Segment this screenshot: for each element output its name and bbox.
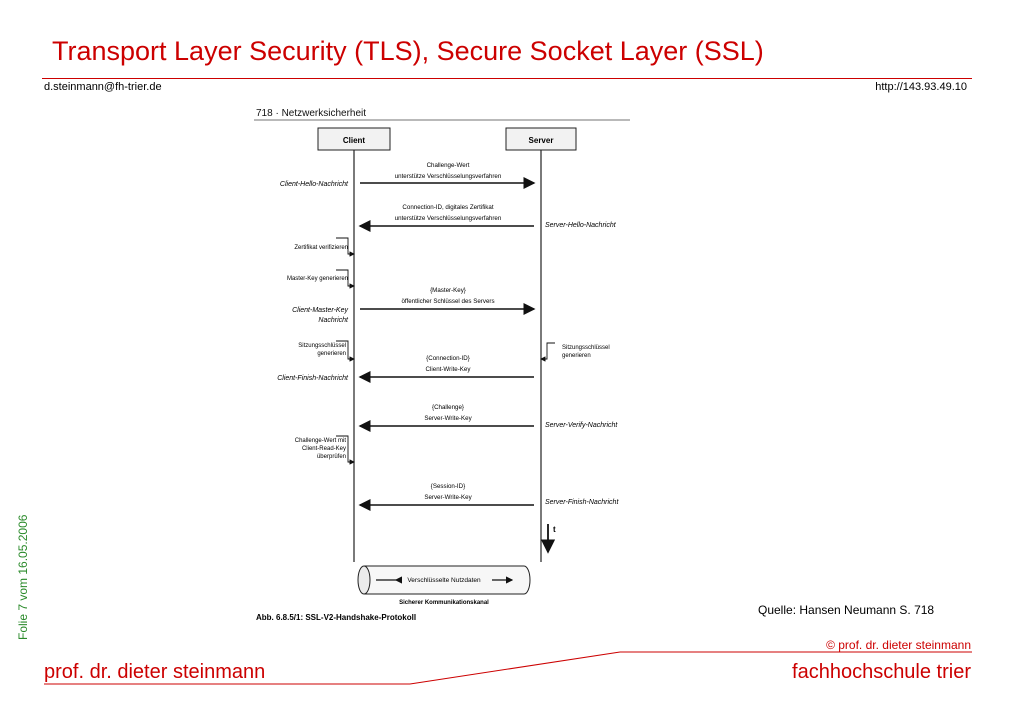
msg3-line2: öffentlicher Schlüssel des Servers (401, 298, 494, 305)
channel-cylinder-body (364, 565, 531, 595)
msg4-line1: {Connection-ID} (426, 355, 470, 362)
step-session-server-1: Sitzungsschlüssel (562, 345, 610, 351)
msg5-label: Server-Verify-Nachricht (545, 422, 618, 429)
time-label: t (553, 525, 556, 534)
msg6-line2: Server-Write-Key (424, 494, 472, 501)
msg2-line2: unterstütze Verschlüsselungsverfahren (395, 215, 502, 222)
copyright-note: © prof. dr. dieter steinmann (826, 638, 971, 652)
source-citation: Quelle: Hansen Neumann S. 718 (758, 603, 935, 617)
slide-number-vertical: Folie 7 vom 16.05.2006 (16, 514, 30, 640)
msg1-line1: Challenge-Wert (427, 162, 470, 169)
step-cert-verify: Zertifikat verifizieren (294, 245, 348, 251)
author-email: d.steinmann@fh-trier.de (44, 81, 162, 93)
slide-title: Transport Layer Security (TLS), Secure S… (52, 36, 764, 66)
header-url: http://143.93.49.10 (875, 81, 967, 93)
step-check-3: überprüfen (317, 454, 346, 460)
ssl-handshake-figure: 718 · Netzwerksicherheit Client Server C… (254, 108, 630, 622)
header-divider (42, 78, 972, 79)
step-check-bracket (336, 435, 355, 465)
step-master-bracket (336, 269, 355, 289)
step-check-1: Challenge-Wert mit (295, 438, 347, 444)
figure-page-header: 718 · Netzwerksicherheit (256, 108, 366, 119)
step-master-key: Master-Key generieren (287, 276, 348, 282)
msg2-line1: Connection-ID, digitales Zertifikat (402, 204, 493, 211)
msg6-line1: {Session-ID} (431, 483, 465, 490)
msg1-label: Client-Hello-Nachricht (280, 181, 349, 188)
step-session-client-1: Sitzungsschlüssel (298, 343, 346, 349)
msg3-line1: {Master-Key} (430, 287, 466, 294)
msg2-label: Server-Hello-Nachricht (545, 222, 617, 229)
step-cert-bracket (336, 237, 355, 257)
msg5-line1: {Challenge} (432, 404, 464, 411)
footer-line-diagonal (409, 651, 621, 685)
step-session-client-bracket (336, 340, 355, 362)
channel-cylinder-end (357, 565, 371, 595)
msg4-line2: Client-Write-Key (426, 366, 472, 373)
footer-author: prof. dr. dieter steinmann (44, 661, 266, 683)
msg4-label: Client-Finish-Nachricht (277, 375, 349, 382)
step-session-client-2: generieren (317, 351, 346, 357)
step-check-2: Client-Read-Key (302, 446, 346, 452)
step-session-server-2: generieren (562, 353, 591, 359)
client-box-label: Client (343, 136, 366, 145)
msg3-label-2: Nachricht (318, 317, 349, 324)
step-session-server-bracket (540, 342, 555, 362)
channel-text: Verschlüsselte Nutzdaten (407, 577, 481, 584)
msg1-line2: unterstütze Verschlüsselungsverfahren (395, 173, 502, 180)
figure-caption: Abb. 6.8.5/1: SSL-V2-Handshake-Protokoll (256, 613, 416, 622)
msg3-label-1: Client-Master-Key (292, 307, 348, 314)
footer-institution: fachhochschule trier (792, 661, 971, 683)
msg6-label: Server-Finish-Nachricht (545, 499, 619, 506)
msg5-line2: Server-Write-Key (424, 415, 472, 422)
channel-label: Sicherer Kommunikationskanal (399, 600, 489, 606)
server-box-label: Server (529, 136, 554, 145)
